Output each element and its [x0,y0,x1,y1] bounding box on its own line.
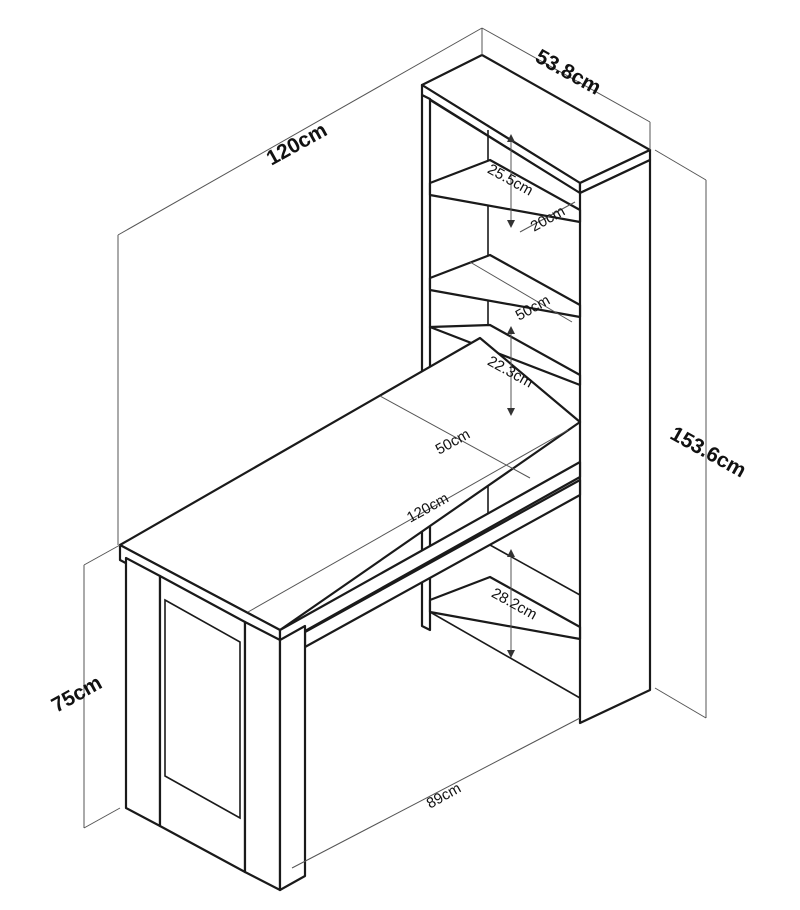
bookshelf-right-panel [578,158,652,725]
label-leg-span: 89cm [424,780,464,813]
arrow-up-gap-mid [507,326,515,334]
arrow-up-gap-bottom [507,549,515,557]
bookshelf-bottom-line [429,611,581,699]
label-total-height: 153.6cm [666,422,750,482]
dim-line-shelf-depth [469,261,573,323]
desk-leg-front-side [278,624,307,892]
arrow-down-gap-bottom [507,650,515,658]
dim-line-inner-width [519,201,576,233]
arrow-down-gap-top [507,220,515,228]
bookshelf-unit [420,53,652,725]
bookshelf-inner-top-line [429,98,581,194]
dim-line-desk-width [247,429,569,613]
arrow-up-gap-top [507,134,515,142]
label-total-width: 120cm [263,118,331,170]
desk-leg-panel-inset [164,598,241,820]
dim-extension-height-bottom [654,687,707,719]
dim-line-desk-depth [379,395,531,479]
shelf-3 [428,323,582,387]
shelf-1 [428,158,582,224]
arrow-down-gap-mid [507,408,515,416]
label-desk-height: 75cm [48,671,106,717]
shelf-lower-back [489,544,581,596]
dim-line-depth [481,27,651,123]
desk-leg-left-front [124,556,162,828]
dimension-lines [83,27,707,869]
dim-line-total-width [117,27,483,236]
dim-extension-desk-top [83,544,121,566]
dim-extension-desk-bottom [83,807,121,829]
dim-extension-height-top [654,149,707,181]
dim-line-leg-span [291,717,581,869]
desk-unit [118,336,582,892]
desk-leg-front-face [243,620,282,892]
shelf-bottom [428,575,582,641]
shelf-2 [428,253,582,319]
